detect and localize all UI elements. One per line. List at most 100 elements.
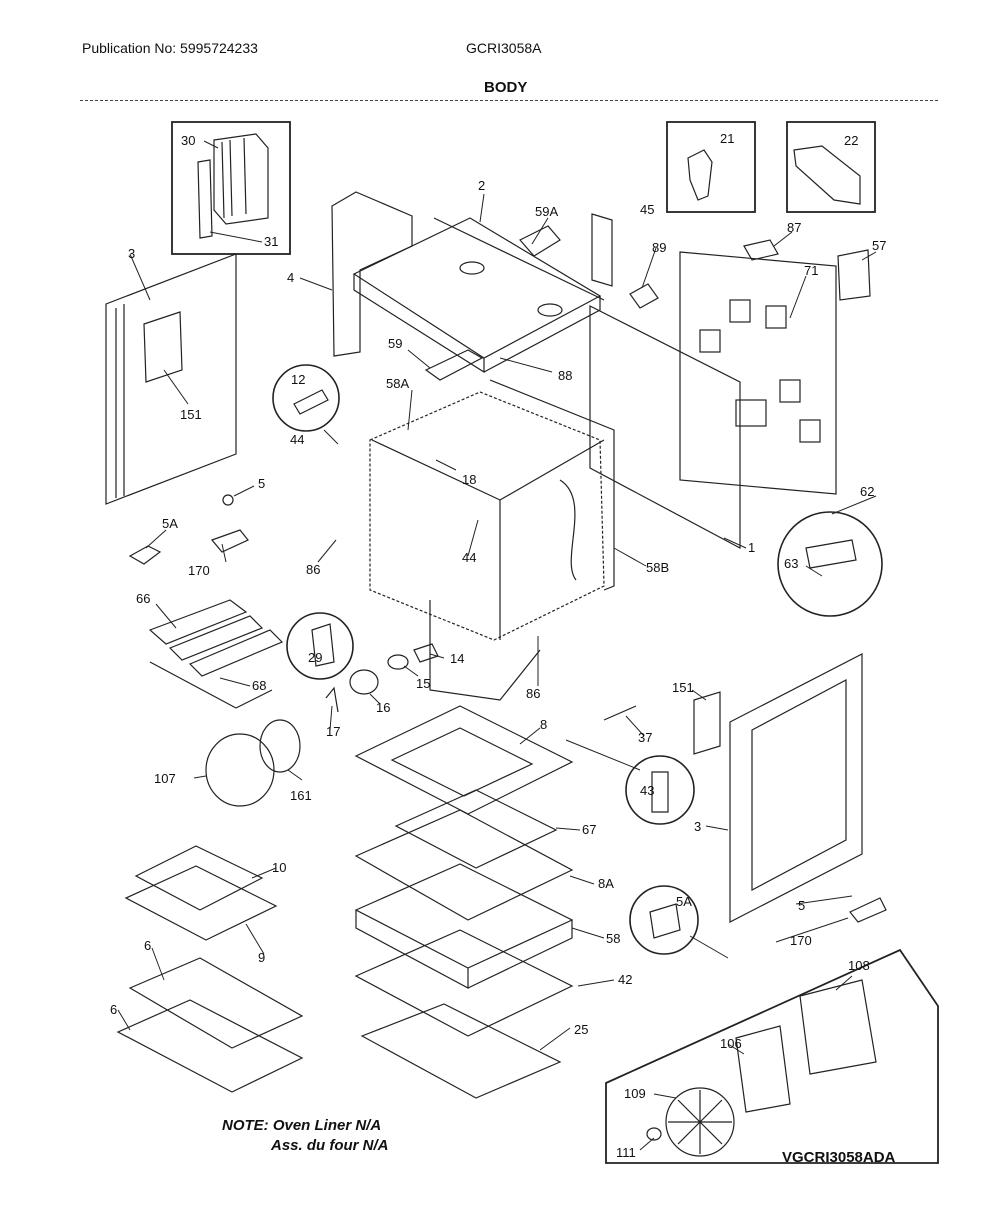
callout-151: 151 — [180, 407, 202, 422]
back-frame-1 — [589, 305, 741, 549]
callout-31: 31 — [264, 234, 278, 249]
callout-3-right: 3 — [694, 819, 701, 834]
callout-9: 9 — [258, 950, 265, 965]
callout-89: 89 — [652, 240, 666, 255]
callout-16: 16 — [376, 700, 390, 715]
callout-107: 107 — [154, 771, 176, 786]
callout-62: 62 — [860, 484, 874, 499]
oven-racks-6 — [116, 957, 304, 1093]
inset-circle-62 — [777, 511, 883, 617]
spacer-37 — [603, 705, 637, 721]
convection-fan-inset — [605, 948, 939, 1164]
rear-bracket-59A — [591, 213, 613, 287]
inset-circle-12 — [272, 364, 340, 432]
callout-86-upper: 86 — [306, 562, 320, 577]
callout-151-right: 151 — [672, 680, 694, 695]
trim-151 — [693, 691, 721, 755]
callout-86-lower: 86 — [526, 686, 540, 701]
callout-14: 14 — [450, 651, 464, 666]
lamp-bulb-15 — [387, 654, 409, 670]
lamp-socket-14 — [413, 643, 439, 663]
callout-43: 43 — [640, 783, 654, 798]
broil-element-66 — [148, 599, 284, 677]
inset-box-21 — [666, 121, 756, 213]
callout-88: 88 — [558, 368, 572, 383]
note-line-1: NOTE: Oven Liner N/A — [222, 1117, 382, 1134]
callout-29: 29 — [308, 650, 322, 665]
convection-cover-107 — [205, 733, 275, 807]
inset-circle-5A — [629, 885, 699, 955]
callout-5A: 5A — [162, 516, 178, 531]
callout-leader-lines — [117, 140, 877, 1151]
bake-area-stack — [354, 705, 574, 1099]
callout-42: 42 — [618, 972, 632, 987]
terminal-block-62 — [805, 539, 857, 569]
callout-8: 8 — [540, 717, 547, 732]
callout-59A: 59A — [535, 204, 558, 219]
door-stop-43 — [651, 771, 669, 813]
callout-87: 87 — [787, 220, 801, 235]
side-trim-part — [197, 133, 269, 239]
inset-box-30-31 — [171, 121, 291, 255]
callout-3: 3 — [128, 246, 135, 261]
callout-109: 109 — [624, 1086, 646, 1101]
callout-22: 22 — [844, 133, 858, 148]
callout-1: 1 — [748, 540, 755, 555]
callout-106: 106 — [720, 1036, 742, 1051]
baffle-68 — [149, 661, 273, 709]
header-divider — [80, 100, 938, 101]
callout-5: 5 — [258, 476, 265, 491]
clip-17 — [325, 686, 339, 713]
drawing-code: VGCRI3058ADA — [782, 1149, 896, 1166]
cover-plate-87 — [743, 239, 779, 261]
callout-25: 25 — [574, 1022, 588, 1037]
callout-44-upper: 44 — [290, 432, 304, 447]
callout-68: 68 — [252, 678, 266, 693]
oven-door-3 — [729, 653, 863, 923]
convection-element-161 — [259, 719, 301, 773]
callout-8A: 8A — [598, 876, 614, 891]
hinge-bracket-5A — [128, 545, 162, 565]
note-line-2: Ass. du four N/A — [271, 1137, 389, 1154]
callout-71: 71 — [804, 263, 818, 278]
callout-111: 111 — [616, 1145, 636, 1160]
screw-5 — [222, 494, 234, 506]
callout-4: 4 — [287, 270, 294, 285]
callout-170-right: 170 — [790, 933, 812, 948]
side-panel-left — [105, 253, 237, 505]
callout-12: 12 — [291, 372, 305, 387]
callout-17: 17 — [326, 724, 340, 739]
hinge-detail-5A — [649, 903, 681, 939]
hinge-receptacle-170-right — [849, 897, 887, 923]
probe-receptacle-12 — [293, 389, 329, 415]
oven-cavity-insulation — [369, 379, 615, 701]
callout-45: 45 — [640, 202, 654, 217]
callout-59: 59 — [388, 336, 402, 351]
callout-66: 66 — [136, 591, 150, 606]
callout-58B: 58B — [646, 560, 669, 575]
callout-5A-right: 5A — [676, 894, 692, 909]
callout-2: 2 — [478, 178, 485, 193]
sensor-29 — [311, 623, 335, 667]
callout-63: 63 — [784, 556, 798, 571]
strip-59 — [424, 349, 484, 381]
callout-67: 67 — [582, 822, 596, 837]
clip-89 — [629, 283, 659, 309]
lamp-cover-16 — [349, 669, 379, 695]
inset-circle-29 — [286, 612, 354, 680]
cooktop-support-frame — [331, 191, 605, 374]
publication-number: Publication No: 5995724233 — [82, 40, 258, 56]
cover-plate-57 — [837, 249, 871, 301]
callout-15: 15 — [416, 676, 430, 691]
callout-37: 37 — [638, 730, 652, 745]
rear-panel-71 — [679, 251, 837, 495]
bracket-part-22 — [793, 145, 861, 205]
hinge-receptacle-170 — [210, 529, 249, 553]
broiler-pan-grid-10 — [124, 845, 278, 941]
bracket-part-21 — [687, 149, 713, 201]
callout-6-upper: 6 — [144, 938, 151, 953]
callout-6-lower: 6 — [110, 1002, 117, 1017]
inset-box-22 — [786, 121, 876, 213]
callout-labels: 30 31 21 22 45 2 59A 3 4 89 87 57 71 59 … — [110, 131, 886, 1160]
